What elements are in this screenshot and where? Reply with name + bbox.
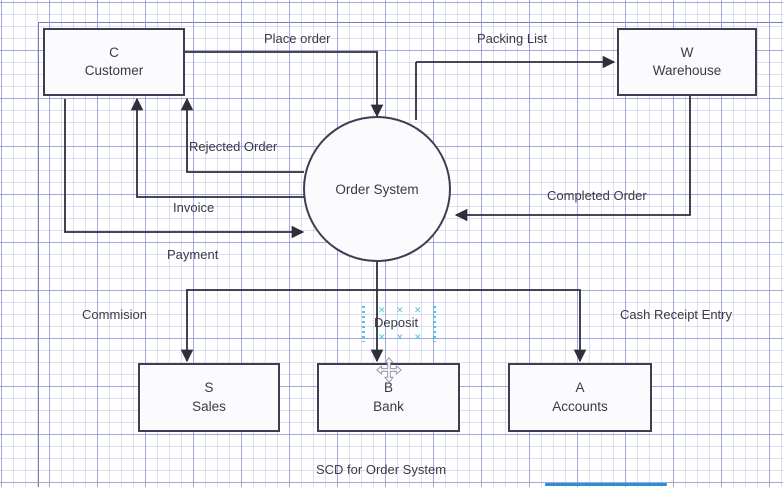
node-customer-name: Customer	[84, 63, 144, 78]
flow-label-rejected-order[interactable]: Rejected Order	[189, 139, 278, 154]
node-order-system-name: Order System	[335, 181, 419, 197]
flow-label-packing-list[interactable]: Packing List	[477, 31, 548, 46]
node-accounts-name: Accounts	[552, 398, 608, 414]
bottom-accent-bar	[545, 483, 667, 486]
flow-label-invoice[interactable]: Invoice	[173, 200, 215, 215]
connector-rejected-order	[180, 97, 304, 173]
node-accounts-code: A	[575, 380, 585, 396]
node-bank[interactable]: B Bank	[317, 363, 460, 432]
flow-label-place-order[interactable]: Place order	[264, 31, 331, 46]
node-customer-code: C	[109, 44, 119, 60]
connector-commision	[180, 262, 378, 363]
connector-place-order	[185, 51, 384, 118]
node-order-system[interactable]: Order System	[303, 116, 451, 262]
connector-cash-receipt-entry	[377, 289, 587, 363]
flow-label-commision[interactable]: Commision	[82, 307, 148, 322]
node-customer[interactable]: C Customer	[43, 28, 185, 96]
flow-label-cash-receipt-entry[interactable]: Cash Receipt Entry	[620, 307, 732, 322]
node-warehouse-name: Warehouse	[652, 63, 722, 78]
connector-invoice	[130, 97, 304, 198]
node-sales-code: S	[204, 380, 214, 396]
node-sales-name: Sales	[192, 398, 226, 414]
node-accounts[interactable]: A Accounts	[508, 363, 652, 432]
flow-label-payment[interactable]: Payment	[167, 247, 219, 262]
node-bank-code: B	[383, 380, 393, 396]
connector-completed-order	[454, 96, 691, 222]
node-warehouse[interactable]: W Warehouse	[617, 28, 757, 96]
node-warehouse-code: W	[680, 44, 694, 60]
flow-label-completed-order[interactable]: Completed Order	[547, 188, 647, 203]
flow-label-deposit[interactable]: Deposit	[374, 315, 419, 330]
diagram-caption: SCD for Order System	[316, 462, 447, 477]
node-sales[interactable]: S Sales	[138, 363, 280, 432]
connector-payment	[64, 99, 305, 239]
node-bank-name: Bank	[373, 398, 404, 414]
